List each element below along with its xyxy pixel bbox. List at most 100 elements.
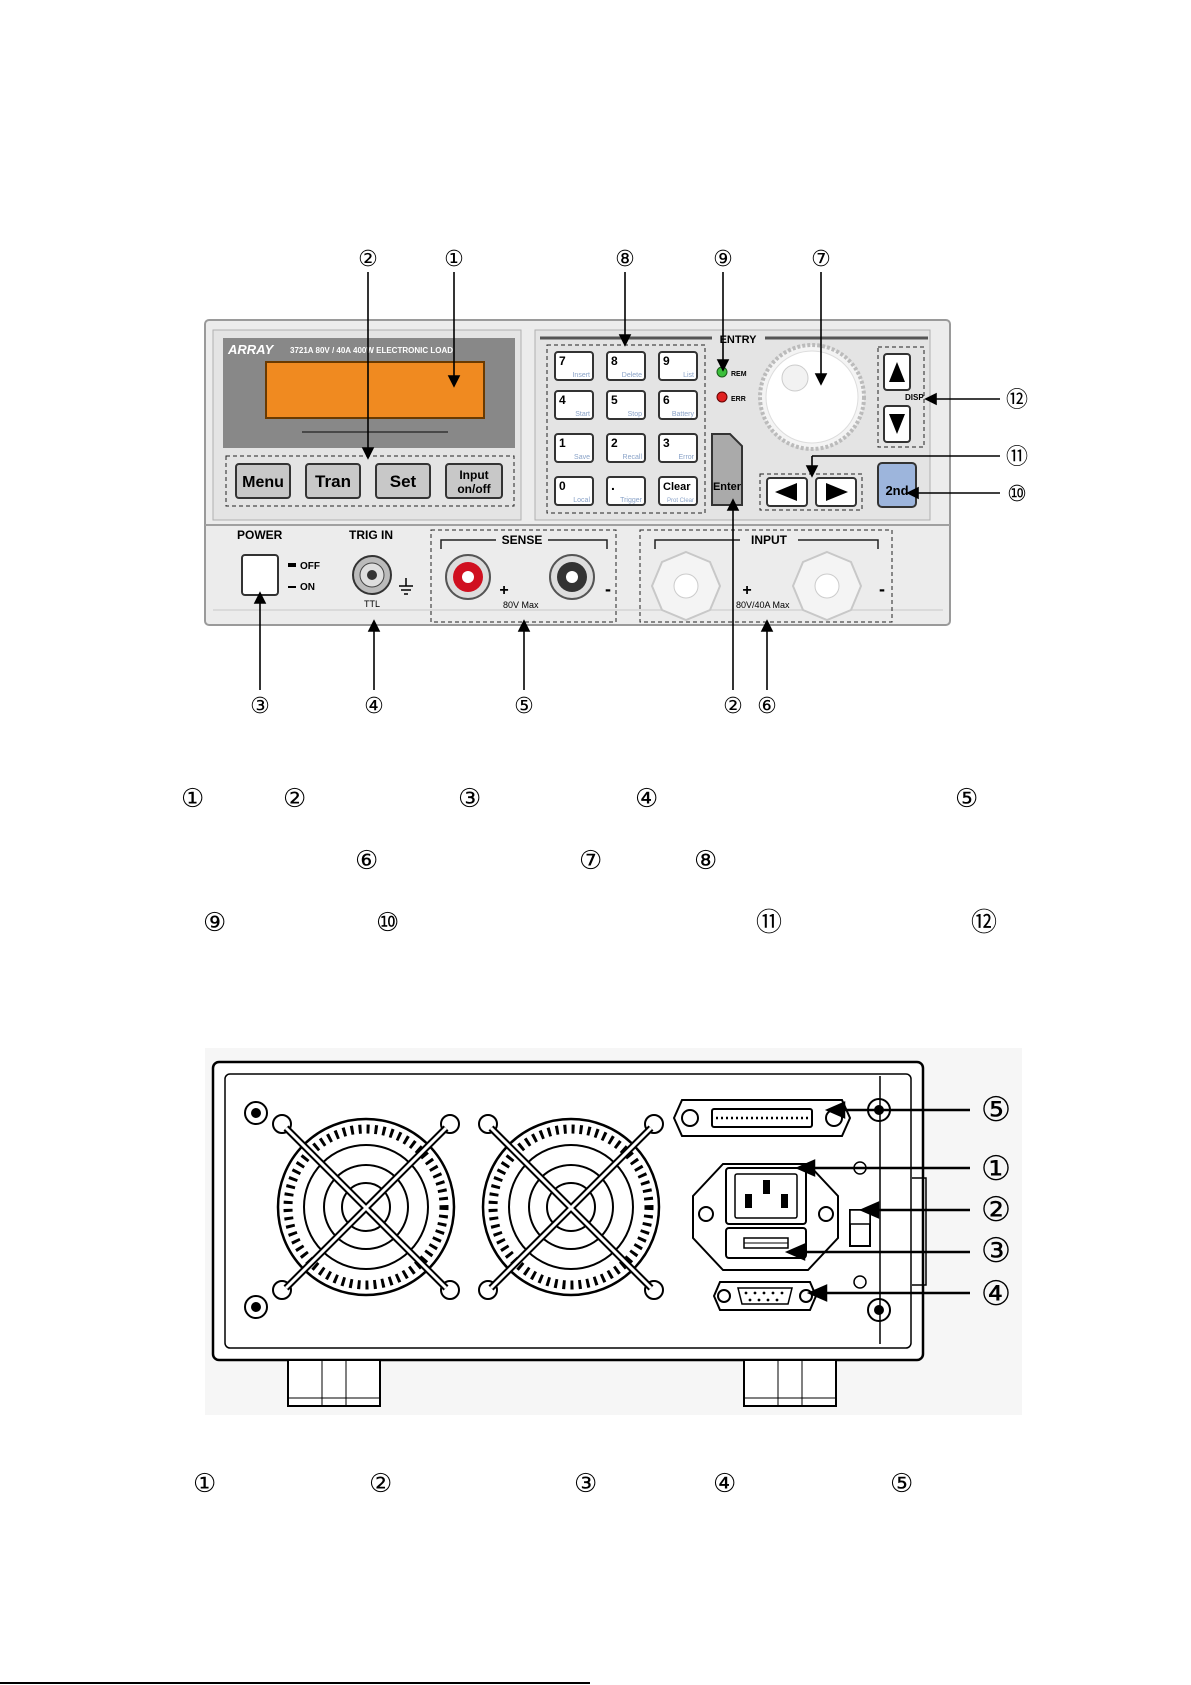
callout-right-12: ⑫ xyxy=(1006,388,1028,413)
rear-foot-right xyxy=(743,1359,837,1407)
menu-button-label: Menu xyxy=(242,474,284,491)
svg-text:Recall: Recall xyxy=(623,454,643,461)
disp-label: DISP xyxy=(905,393,924,402)
callout-top-7: ⑦ xyxy=(811,247,831,272)
input-plus-terminal[interactable] xyxy=(650,550,722,622)
key-dot[interactable]: . Trigger xyxy=(606,476,646,506)
input-onoff-button[interactable]: Input on/off xyxy=(445,463,503,499)
input-label: INPUT xyxy=(751,533,788,547)
sense-group xyxy=(430,529,617,623)
cooling-fan-right xyxy=(478,1114,664,1300)
err-led xyxy=(716,391,728,403)
svg-text:.: . xyxy=(611,477,615,493)
callout-bottom-3: ③ xyxy=(250,694,270,719)
svg-text:Save: Save xyxy=(574,454,590,461)
rotary-knob[interactable] xyxy=(758,343,866,451)
svg-text:Prot Clear: Prot Clear xyxy=(667,498,694,504)
front-legend-row1-1: ① xyxy=(181,784,205,814)
err-led-label: ERR xyxy=(731,396,746,403)
input-onoff-label-1: Input xyxy=(459,468,488,482)
set-button[interactable]: Set xyxy=(375,463,431,499)
sense-minus-terminal[interactable] xyxy=(549,554,595,600)
svg-text:8: 8 xyxy=(611,354,618,368)
gpib-connector xyxy=(672,1099,852,1137)
rear-callout-5: ⑤ xyxy=(981,1090,1011,1130)
trig-in-bnc[interactable] xyxy=(352,555,392,595)
keypad-group xyxy=(546,344,706,514)
front-legend-row1-3: ③ xyxy=(458,784,482,814)
left-key[interactable] xyxy=(766,477,808,507)
svg-text:9: 9 xyxy=(663,354,670,368)
rear-legend-3: ③ xyxy=(574,1469,598,1499)
sense-plus-sign: + xyxy=(499,582,508,599)
callout-bottom-4: ④ xyxy=(364,694,384,719)
svg-text:Trigger: Trigger xyxy=(620,497,643,504)
model-text: 3721A 80V / 40A 400W ELECTRONIC LOAD xyxy=(290,346,453,355)
svg-text:Delete: Delete xyxy=(622,372,642,379)
svg-text:List: List xyxy=(683,372,694,379)
callout-bottom-2: ② xyxy=(723,694,743,719)
sense-plus-terminal[interactable] xyxy=(445,554,491,600)
input-plus-sign: + xyxy=(742,582,751,599)
right-key[interactable] xyxy=(815,477,857,507)
callout-bottom-6: ⑥ xyxy=(757,694,777,719)
input-max-label: 80V/40A Max xyxy=(736,600,790,610)
sense-max-label: 80V Max xyxy=(503,600,539,610)
footer-rule xyxy=(0,1682,590,1684)
svg-text:Local: Local xyxy=(573,497,590,504)
svg-text:Stop: Stop xyxy=(628,411,643,418)
callout-right-10: ⑩ xyxy=(1007,482,1027,507)
callout-bottom-5: ⑤ xyxy=(514,694,534,719)
svg-text:3: 3 xyxy=(663,436,670,450)
menu-button[interactable]: Menu xyxy=(235,463,291,499)
svg-text:Battery: Battery xyxy=(672,411,695,418)
down-key[interactable] xyxy=(883,405,911,443)
front-legend-row2-7: ⑦ xyxy=(579,846,603,876)
enter-key[interactable]: Enter xyxy=(711,433,743,506)
svg-text:7: 7 xyxy=(559,354,566,368)
svg-text:Error: Error xyxy=(678,454,694,461)
screw-icon xyxy=(867,1298,891,1322)
front-legend-row3-10: ⑩ xyxy=(376,908,400,938)
svg-text:6: 6 xyxy=(663,393,670,407)
rem-led-label: REM xyxy=(731,371,747,378)
ground-icon xyxy=(399,578,413,595)
front-legend-row1-5: ⑤ xyxy=(955,784,979,814)
power-label: POWER xyxy=(237,528,283,542)
power-switch[interactable] xyxy=(241,554,279,596)
rear-legend-4: ④ xyxy=(713,1469,737,1499)
rear-panel xyxy=(205,1048,1022,1415)
up-key[interactable] xyxy=(883,353,911,391)
input-minus-terminal[interactable] xyxy=(791,550,863,622)
tran-button-label: Tran xyxy=(315,472,351,491)
callout-top-8: ⑧ xyxy=(615,247,635,272)
front-legend-row3-11: ⑪ xyxy=(756,908,783,938)
svg-text:1: 1 xyxy=(559,436,566,450)
svg-text:4: 4 xyxy=(559,393,566,407)
off-label: OFF xyxy=(300,561,320,572)
svg-text:Clear: Clear xyxy=(663,481,691,493)
front-leader-lines xyxy=(253,272,1000,690)
voltage-select-switch xyxy=(849,1209,871,1247)
second-function-key[interactable]: 2nd xyxy=(877,462,917,508)
input-onoff-label-2: on/off xyxy=(457,482,491,496)
sense-label: SENSE xyxy=(502,533,543,547)
rs232-connector xyxy=(712,1281,818,1311)
rear-callout-3: ③ xyxy=(981,1231,1011,1271)
tran-button[interactable]: Tran xyxy=(305,463,361,499)
entry-title: ENTRY xyxy=(720,334,758,346)
rear-legend-2: ② xyxy=(369,1469,393,1499)
